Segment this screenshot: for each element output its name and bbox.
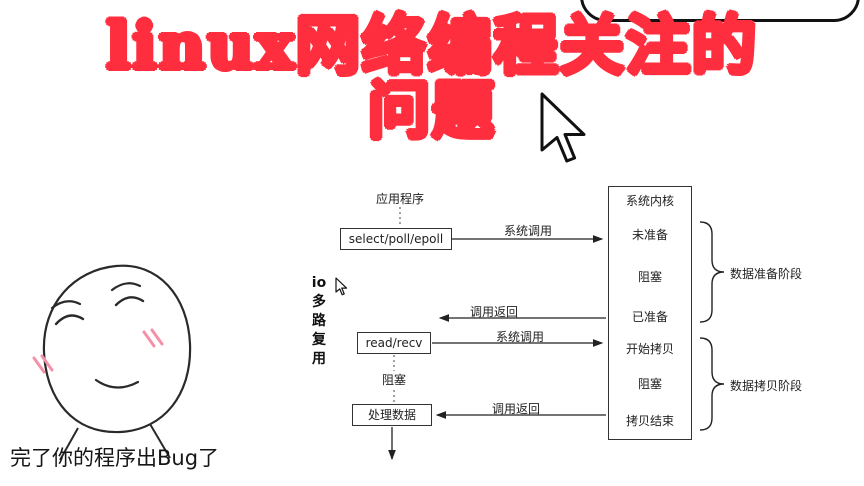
kernel-state-ready: 已准备 xyxy=(631,310,669,324)
doodle-head xyxy=(42,264,192,434)
mouse-cursor-icon xyxy=(540,92,586,163)
page-title: linux网络编程关注的 问题 xyxy=(0,14,864,143)
io-label-char: 多 xyxy=(312,294,326,310)
prepare-phase-brace xyxy=(699,221,725,323)
kernel-state-block-1: 阻塞 xyxy=(634,268,666,285)
doodle-left-eyebrow xyxy=(50,300,82,310)
return2-label: 调用返回 xyxy=(491,402,541,416)
process-data-box: 处理数据 xyxy=(352,404,432,426)
io-label-char: 用 xyxy=(312,351,326,367)
prepare-phase-label: 数据准备阶段 xyxy=(730,267,803,281)
io-label-char: io xyxy=(311,275,327,291)
application-label: 应用程序 xyxy=(375,192,425,206)
copy-phase-brace xyxy=(699,337,725,431)
small-cursor-icon xyxy=(335,277,348,296)
block-label: 阻塞 xyxy=(378,371,410,388)
read-recv-box: read/recv xyxy=(357,332,431,354)
kernel-state-copy-start: 开始拷贝 xyxy=(625,342,675,356)
kernel-state-not-ready: 未准备 xyxy=(631,228,669,242)
caption-text: 完了你的程序出Bug了 xyxy=(10,446,220,470)
kernel-box xyxy=(608,186,692,440)
doodle-shoulders xyxy=(59,423,171,461)
title-line-1: linux网络编程关注的 xyxy=(106,9,758,84)
kernel-state-copy-end: 拷贝结束 xyxy=(625,414,675,428)
syscall1-label: 系统调用 xyxy=(503,224,553,238)
return1-label: 调用返回 xyxy=(469,305,519,319)
io-multiplexing-label: io 多 路 复 用 xyxy=(306,274,332,369)
kernel-state-block-2: 阻塞 xyxy=(634,375,666,392)
syscall2-label: 系统调用 xyxy=(495,330,545,344)
io-label-char: 路 xyxy=(312,313,326,329)
doodle-right-eye xyxy=(114,296,145,307)
doodle-left-eye xyxy=(54,314,85,326)
doodle-right-eyebrow xyxy=(110,282,142,292)
copy-phase-label: 数据拷贝阶段 xyxy=(730,379,803,393)
doodle-smile xyxy=(94,378,140,389)
select-poll-epoll-box: select/poll/epoll xyxy=(340,228,452,250)
io-label-char: 复 xyxy=(312,332,326,348)
title-line-2: 问题 xyxy=(367,74,496,148)
doodle-right-blush xyxy=(142,328,164,348)
doodle-left-blush xyxy=(32,354,54,374)
kernel-title: 系统内核 xyxy=(625,194,675,208)
doodle-face xyxy=(32,264,192,461)
